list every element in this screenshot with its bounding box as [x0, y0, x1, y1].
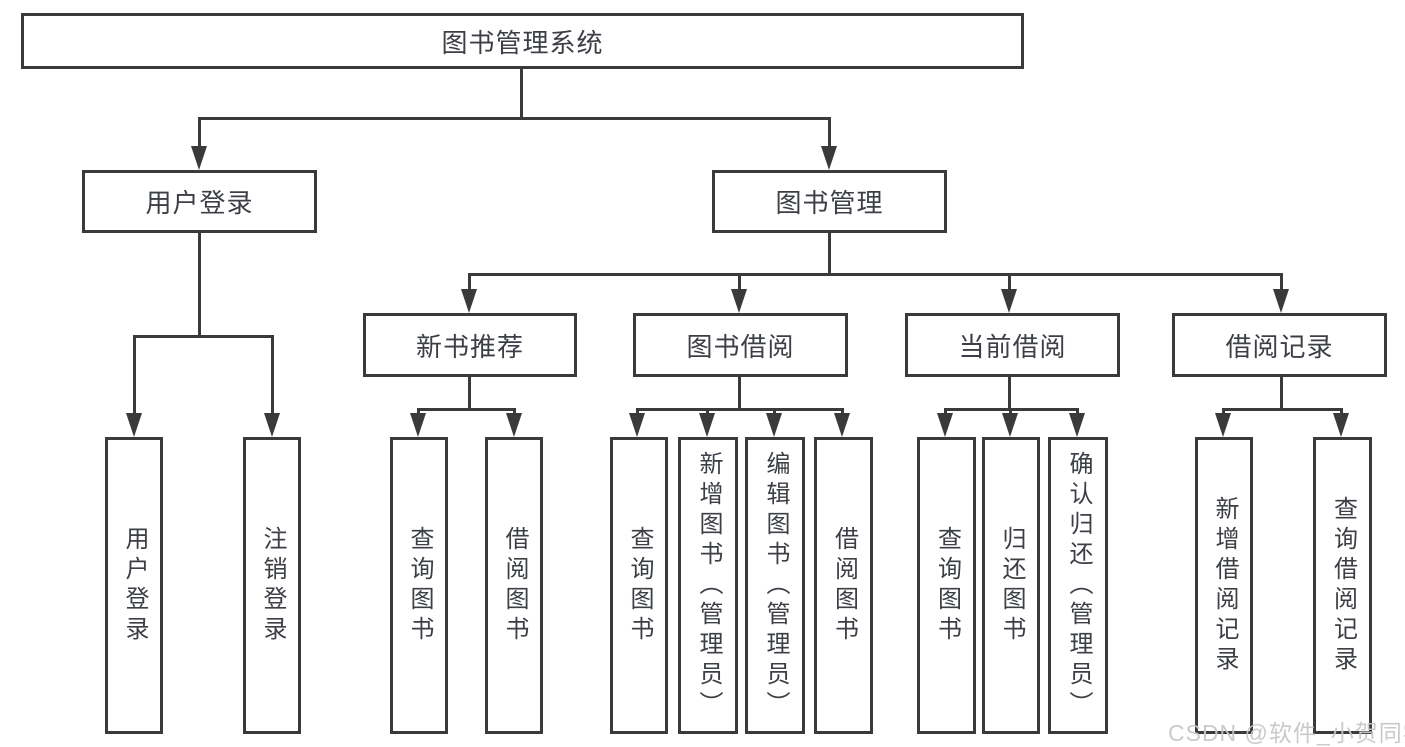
arrowhead-current-borrow [1001, 289, 1017, 313]
leaf-return-books: 归还图书 [982, 437, 1040, 734]
node-book-borrow: 图书借阅 [633, 313, 848, 377]
connector-to-user-login [198, 117, 201, 162]
arrowhead-bb-leaf3 [766, 413, 782, 437]
node-library-system-label: 图书管理系统 [441, 27, 604, 58]
node-library-system: 图书管理系统 [21, 13, 1024, 69]
node-current-borrow: 当前借阅 [905, 313, 1120, 377]
leaf-borrow-books-recommend-label: 借阅图书 [501, 525, 528, 646]
arrowhead-user-login [191, 146, 207, 170]
arrowhead-leaf-login [126, 413, 142, 437]
connector-root-stub [520, 69, 523, 118]
leaf-user-login: 用户登录 [105, 437, 163, 734]
node-new-book-recommend-label: 新书推荐 [415, 331, 524, 362]
leaf-confirm-return-admin: 确认归还（管理员） [1048, 437, 1108, 734]
node-book-management-label: 图书管理 [775, 188, 884, 218]
leaf-query-books-current-label: 查询图书 [933, 525, 961, 646]
arrowhead-bb-leaf2 [699, 413, 715, 437]
leaf-edit-books-admin-label: 编辑图书（管理员） [762, 450, 789, 721]
leaf-query-books-recommend-label: 查询图书 [406, 525, 433, 646]
csdn-watermark: CSDN @软件_小贺同学 [1168, 720, 1405, 746]
leaf-add-books-admin: 新增图书（管理员） [678, 437, 738, 734]
leaf-query-books-recommend: 查询图书 [390, 437, 448, 734]
node-new-book-recommend: 新书推荐 [363, 313, 577, 377]
leaf-query-borrow-record: 查询借阅记录 [1313, 437, 1372, 734]
node-borrow-records-label: 借阅记录 [1225, 331, 1334, 362]
connector-to-new-book [468, 273, 471, 303]
leaf-user-login-label: 用户登录 [121, 525, 148, 646]
leaf-add-borrow-record-label: 新增借阅记录 [1211, 495, 1238, 676]
connector-to-borrow-records [1280, 273, 1283, 303]
arrowhead-book-mgmt [821, 146, 837, 170]
arrowhead-br-leaf2 [1333, 413, 1349, 437]
connector-user-login-rail [133, 335, 274, 338]
connector-current-borrow-stub [1008, 377, 1011, 411]
arrowhead-book-borrow [731, 289, 747, 313]
connector-book-borrow-stub [738, 377, 741, 411]
arrowhead-cb-leaf2 [1002, 413, 1018, 437]
leaf-logout: 注销登录 [243, 437, 301, 734]
connector-borrow-records-rail [1222, 408, 1343, 411]
leaf-edit-books-admin: 编辑图书（管理员） [745, 437, 805, 734]
leaf-query-books-borrow: 查询图书 [610, 437, 668, 734]
leaf-borrow-books: 借阅图书 [814, 437, 873, 734]
connector-to-book-mgmt [828, 117, 831, 162]
connector-to-leaf-login [133, 335, 136, 430]
arrowhead-new-book [461, 289, 477, 313]
arrowhead-cb-leaf3 [1069, 413, 1085, 437]
connector-book-mgmt-stub [828, 233, 831, 275]
arrowhead-nb-leaf2 [506, 413, 522, 437]
arrowhead-borrow-records [1273, 289, 1289, 313]
leaf-return-books-label: 归还图书 [998, 525, 1025, 646]
leaf-query-books-current: 查询图书 [917, 437, 976, 734]
arrowhead-br-leaf1 [1215, 413, 1231, 437]
connector-to-leaf-logout [271, 335, 274, 430]
connector-to-book-borrow [738, 273, 741, 303]
arrowhead-bb-leaf1 [629, 413, 645, 437]
node-borrow-records: 借阅记录 [1172, 313, 1387, 377]
leaf-add-borrow-record: 新增借阅记录 [1195, 437, 1253, 734]
leaf-confirm-return-admin-label: 确认归还（管理员） [1065, 450, 1092, 721]
connector-new-book-stub [468, 377, 471, 411]
node-book-management: 图书管理 [712, 170, 947, 233]
arrowhead-leaf-logout [264, 413, 280, 437]
connector-user-login-stub [198, 233, 201, 337]
connector-new-book-rail [417, 408, 516, 411]
connector-level3-rail [468, 273, 1283, 276]
connector-book-borrow-rail [636, 408, 844, 411]
leaf-logout-label: 注销登录 [259, 525, 286, 646]
arrowhead-bb-leaf4 [834, 413, 850, 437]
node-user-login: 用户登录 [82, 170, 317, 233]
connector-level2-rail [198, 117, 831, 120]
node-current-borrow-label: 当前借阅 [958, 331, 1067, 362]
leaf-borrow-books-label: 借阅图书 [830, 525, 858, 646]
connector-to-current-borrow [1008, 273, 1011, 303]
arrowhead-nb-leaf1 [410, 413, 426, 437]
arrowhead-cb-leaf1 [937, 413, 953, 437]
node-book-borrow-label: 图书借阅 [686, 331, 795, 362]
leaf-borrow-books-recommend: 借阅图书 [485, 437, 543, 734]
leaf-add-books-admin-label: 新增图书（管理员） [695, 450, 722, 721]
connector-borrow-records-stub [1280, 377, 1283, 411]
leaf-query-books-borrow-label: 查询图书 [626, 525, 653, 646]
leaf-query-borrow-record-label: 查询借阅记录 [1329, 495, 1357, 676]
node-user-login-label: 用户登录 [145, 188, 254, 218]
